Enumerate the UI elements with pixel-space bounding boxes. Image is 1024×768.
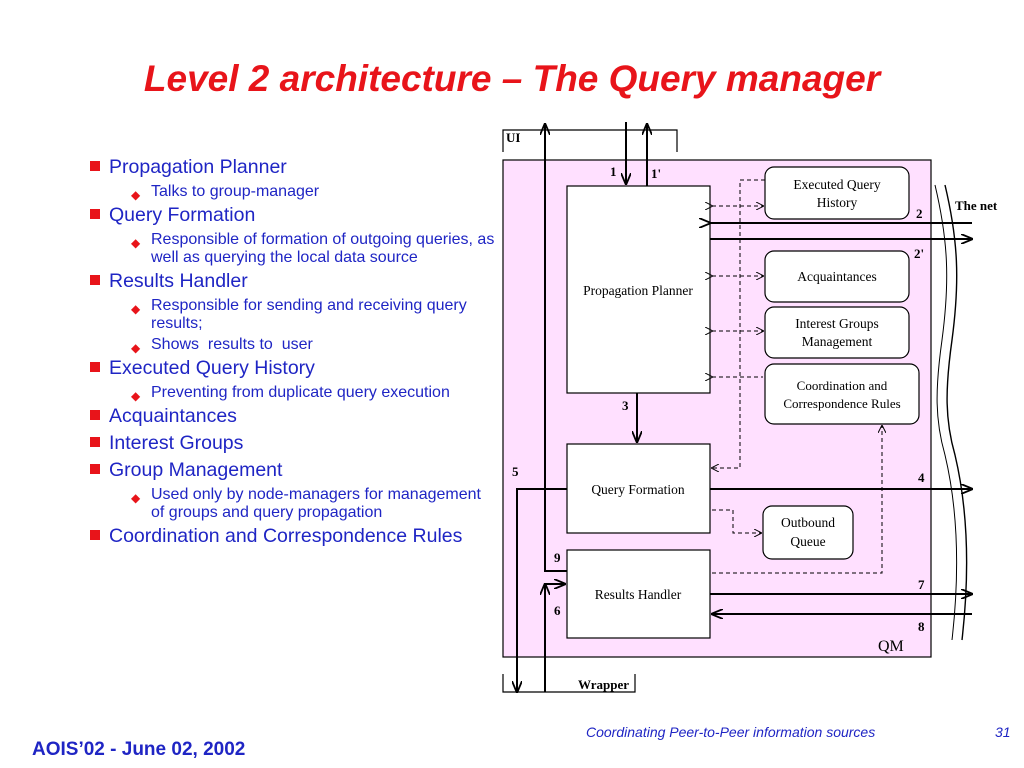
num-2: 2 [916,206,923,221]
square-bullet-icon [90,209,100,219]
num-1p: 1' [651,166,661,181]
slide-title: Level 2 architecture – The Query manager [143,58,881,99]
num-9: 9 [554,550,561,565]
bullet-label: Interest Groups [109,432,244,454]
query-formation-label: Query Formation [591,482,685,497]
dashed-history-to-qf [712,179,765,468]
propagation-planner-label: Propagation Planner [583,283,693,298]
sub-bullet: ◆ Shows results to user [88,336,498,355]
acquaintances-box [764,250,910,303]
bullet-group-management: Group Management [88,459,498,481]
bullet-label: Query Formation [109,204,256,226]
executed-history-label-2: History [817,195,858,210]
square-bullet-icon [90,410,100,420]
net-brace-inner [934,184,958,641]
sub-bullet-text: Used only by node-managers for managemen… [151,486,481,521]
diamond-bullet-icon: ◆ [131,236,141,250]
page-number: 31 [995,724,1011,740]
sub-bullet: ◆ Responsible of formation of outgoing qu… [88,231,498,267]
bullet-propagation-planner: Propagation Planner [88,156,498,178]
bullet-results-handler: Results Handler [88,270,498,292]
arrow-9-ui [545,124,567,572]
net-label: The net [955,198,998,213]
sub-bullet-text: Talks to group-manager [151,183,320,200]
diamond-bullet-icon: ◆ [131,491,141,505]
diamond-bullet-icon: ◆ [131,188,141,202]
bullet-label: Acquaintances [109,405,237,427]
ui-label: UI [506,130,520,145]
query-manager-diagram: UI QM Wrapper The net Propagation Planne… [502,122,998,698]
bullet-list: Propagation Planner ◆ Talks to group-mana… [88,156,498,552]
diamond-bullet-icon: ◆ [131,389,141,403]
footer-conference: AOIS’02 - June 02, 2002 [32,739,246,760]
outbound-queue-label-2: Queue [790,534,825,549]
results-handler-label: Results Handler [595,587,682,602]
sub-bullet-text: Responsible for sending and receiving qu… [151,297,467,332]
sub-bullet: ◆ Talks to group-manager [88,183,498,202]
coordination-label-2: Correspondence Rules [783,396,900,411]
ui-bracket [502,129,678,152]
num-7: 7 [918,577,925,592]
bullet-label: Propagation Planner [109,156,287,178]
bullet-interest-groups: Interest Groups [88,432,498,454]
square-bullet-icon [90,464,100,474]
outbound-queue-label-1: Outbound [781,515,835,530]
executed-history-box [764,166,910,220]
outbound-queue-box [762,505,854,560]
diamond-bullet-icon: ◆ [131,302,141,316]
bullet-label: Executed Query History [109,357,315,379]
wrapper-label: Wrapper [578,677,629,692]
interest-groups-label-2: Management [802,334,873,349]
bullet-query-formation: Query Formation [88,204,498,226]
num-6: 6 [554,603,561,618]
square-bullet-icon [90,530,100,540]
executed-history-label-1: Executed Query [793,177,881,192]
wrapper-bracket [502,674,636,693]
interest-groups-box [764,306,910,359]
square-bullet-icon [90,437,100,447]
sub-bullet-text: Preventing from duplicate query executio… [151,384,450,401]
sub-bullet-text: Shows results to user [151,336,313,353]
propagation-planner-box [566,185,711,394]
sub-bullet: ◆ Used only by node-managers for manageme… [88,486,498,522]
square-bullet-icon [90,161,100,171]
bullet-label: Group Management [109,459,283,481]
bullet-coordination-rules: Coordination and Correspondence Rules [88,525,498,547]
bullet-label: Results Handler [109,270,248,292]
bullet-executed-query-history: Executed Query History [88,357,498,379]
sub-bullet: ◆ Preventing from duplicate query executi… [88,384,498,403]
dashed-rh-to-coordination [712,426,882,574]
dashed-qf-to-outbound [712,509,761,533]
num-5: 5 [512,464,519,479]
coordination-label-1: Coordination and [797,378,888,393]
square-bullet-icon [90,362,100,372]
sub-bullet: ◆ Responsible for sending and receiving q… [88,297,498,333]
num-1: 1 [610,164,617,179]
net-brace [944,184,968,641]
bullet-acquaintances: Acquaintances [88,405,498,427]
acquaintances-label: Acquaintances [797,269,876,284]
square-bullet-icon [90,275,100,285]
num-4: 4 [918,470,925,485]
num-3: 3 [622,398,629,413]
num-2p: 2' [914,246,924,261]
qm-label: QM [878,638,904,655]
coordination-box [764,363,920,425]
bullet-label: Coordination and Correspondence Rules [109,525,463,547]
sub-bullet-text: Responsible of formation of outgoing que… [151,231,495,266]
footer-subtitle: Coordinating Peer-to-Peer information so… [586,724,876,740]
diamond-bullet-icon: ◆ [131,341,141,355]
interest-groups-label-1: Interest Groups [795,316,879,331]
query-formation-box [566,443,711,534]
arrow-5-wrapper [517,488,567,692]
num-8: 8 [918,619,925,634]
